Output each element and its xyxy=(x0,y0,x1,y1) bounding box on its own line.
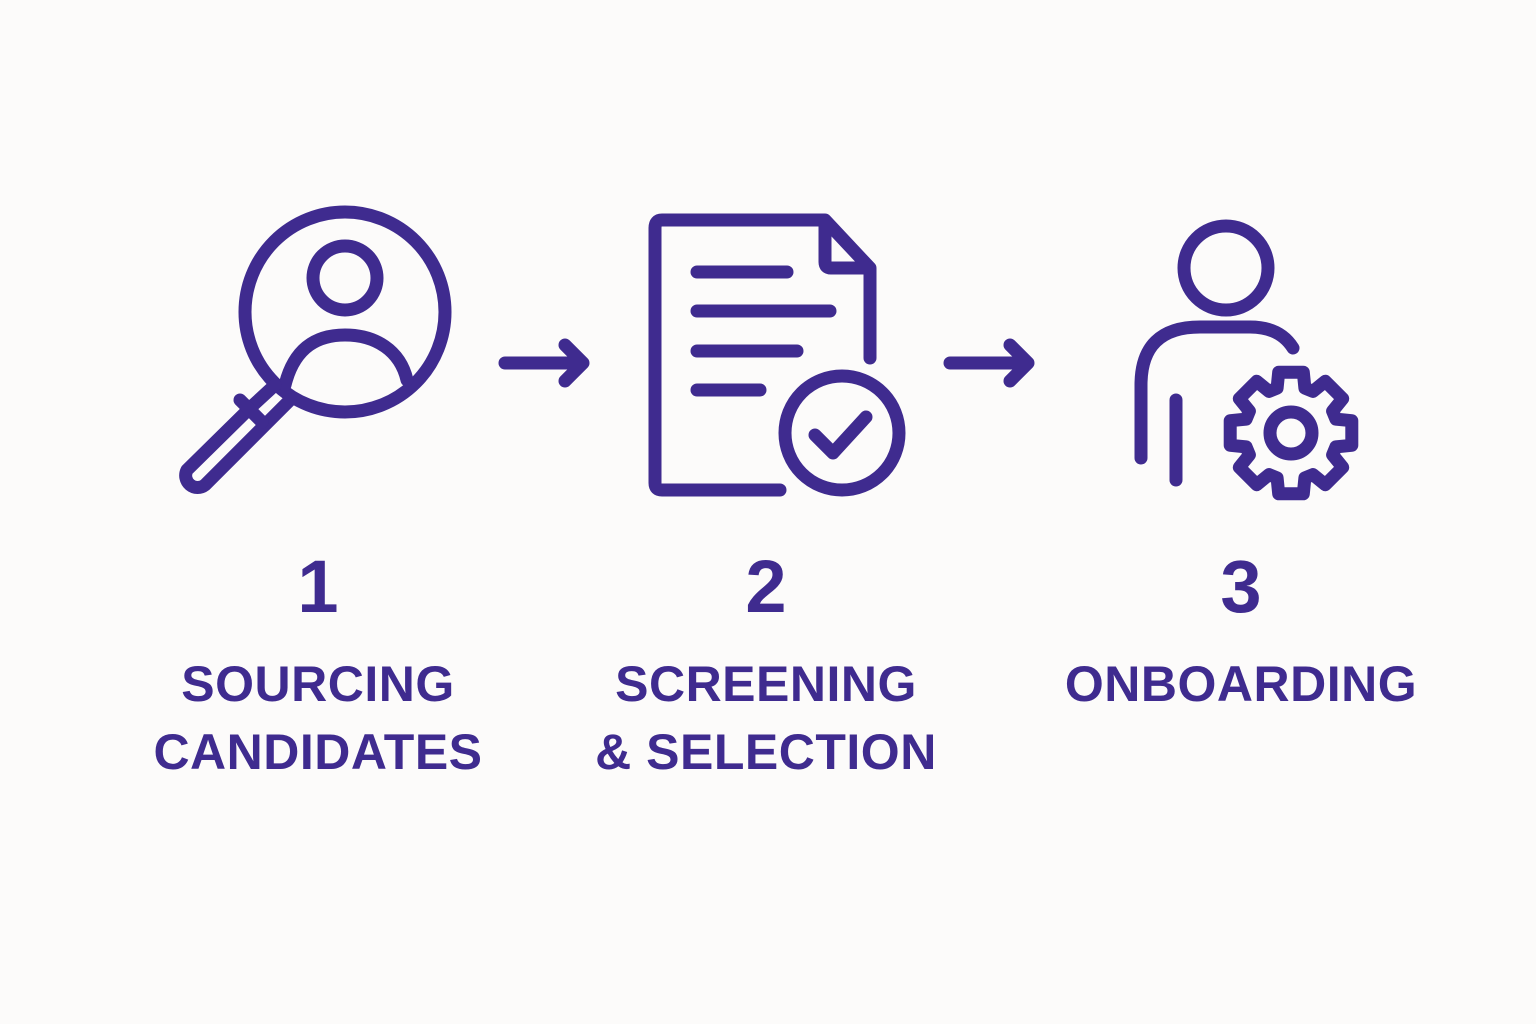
step-3-number: 3 xyxy=(1220,545,1262,628)
document-check-icon xyxy=(648,213,906,497)
label-line: & SELECTION xyxy=(595,724,937,780)
step-1-label: SOURCING CANDIDATES xyxy=(68,650,568,786)
arrow-icon xyxy=(943,338,1035,388)
label-line: ONBOARDING xyxy=(1064,656,1418,712)
step-2-label: SCREENING & SELECTION xyxy=(516,650,1016,786)
label-line: CANDIDATES xyxy=(153,724,483,780)
step-1-number: 1 xyxy=(297,545,339,628)
person-gear-icon xyxy=(1134,219,1359,501)
label-line: SCREENING xyxy=(615,656,917,712)
step-2-number: 2 xyxy=(745,545,787,628)
label-line: SOURCING xyxy=(181,656,455,712)
step-3-label: ONBOARDING xyxy=(991,650,1491,718)
magnifier-person-icon xyxy=(179,205,452,494)
arrow-icon xyxy=(498,338,590,388)
